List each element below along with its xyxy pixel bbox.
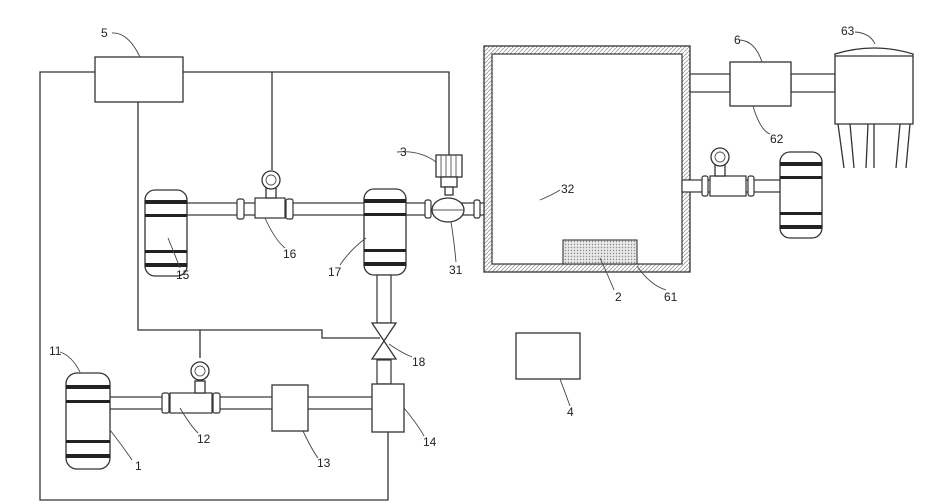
- label-5: 5: [101, 26, 108, 40]
- label-2: 2: [615, 290, 622, 304]
- unit-6: [730, 62, 791, 106]
- chamber-61: [484, 46, 690, 272]
- storage-tank-63: [835, 48, 913, 168]
- actuator-3: [436, 155, 462, 195]
- label-13: 13: [317, 456, 331, 470]
- valve-body-31: [432, 198, 464, 222]
- valve-14: [372, 384, 404, 432]
- tank-17: [364, 189, 406, 275]
- label-32: 32: [561, 182, 575, 196]
- flow-meter-16: [255, 171, 285, 218]
- label-62: 62: [770, 132, 784, 146]
- tank-15: [145, 190, 187, 276]
- label-18: 18: [412, 355, 426, 369]
- label-11: 11: [49, 344, 62, 358]
- label-63: 63: [841, 24, 855, 38]
- label-1: 1: [135, 459, 142, 473]
- label-4: 4: [567, 405, 574, 419]
- bottom-pipe: [108, 393, 380, 413]
- valve-18: [372, 323, 396, 359]
- label-15: 15: [176, 268, 190, 282]
- label-3: 3: [400, 145, 407, 159]
- label-17: 17: [328, 265, 342, 279]
- unit-4: [516, 333, 580, 379]
- label-16: 16: [283, 247, 297, 261]
- flow-meter-12: [170, 362, 212, 413]
- tank-1: [66, 373, 110, 469]
- pump-13: [272, 385, 308, 431]
- flow-meter-right: [710, 148, 746, 196]
- tank-right: [780, 152, 822, 238]
- label-12: 12: [197, 432, 211, 446]
- label-31: 31: [449, 263, 463, 277]
- heater-2: [563, 240, 637, 264]
- label-14: 14: [423, 435, 437, 449]
- label-61: 61: [664, 290, 678, 304]
- controller-box: [95, 57, 183, 102]
- label-6: 6: [734, 33, 741, 47]
